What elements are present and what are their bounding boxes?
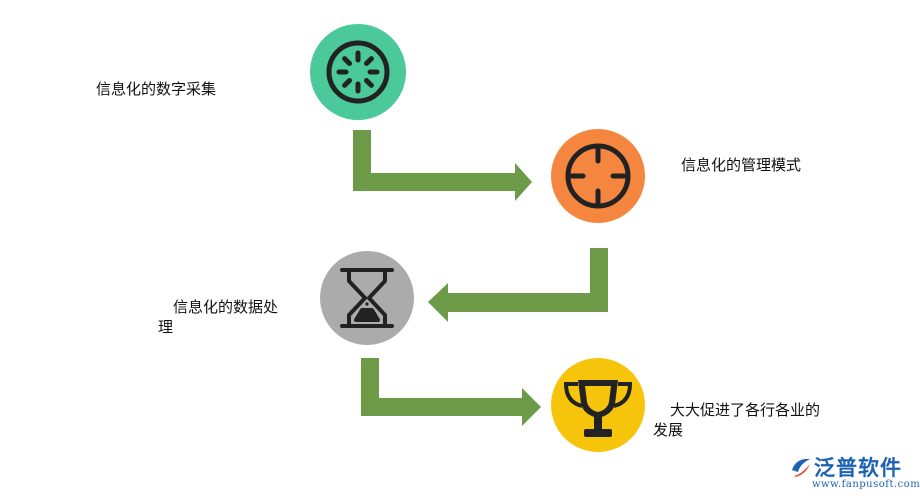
logo-mark-icon xyxy=(792,458,810,477)
logo-url: www.fanpusoft.com xyxy=(812,479,920,490)
step-3-label: 信息化的数据处 理 xyxy=(158,298,279,336)
brand-logo: 泛普软件 www.fanpusoft.com xyxy=(788,452,920,494)
arrow-1 xyxy=(353,130,532,201)
hourglass-icon xyxy=(340,268,394,328)
crosshair-icon xyxy=(565,143,631,209)
step-2-node xyxy=(551,129,645,223)
arrow-3 xyxy=(361,358,541,426)
step-4-label: 大大促进了各行各业的 发展 xyxy=(653,401,821,439)
step-2-label: 信息化的管理模式 xyxy=(681,156,802,174)
step-1-node xyxy=(310,24,406,120)
step-1-label: 信息化的数字采集 xyxy=(96,80,217,98)
step-3-node xyxy=(320,251,414,345)
logo-name: 泛普软件 xyxy=(814,456,902,480)
trophy-icon xyxy=(563,380,633,437)
arrow-2 xyxy=(428,248,608,322)
aperture-icon xyxy=(326,40,390,104)
step-4-node xyxy=(551,358,645,452)
